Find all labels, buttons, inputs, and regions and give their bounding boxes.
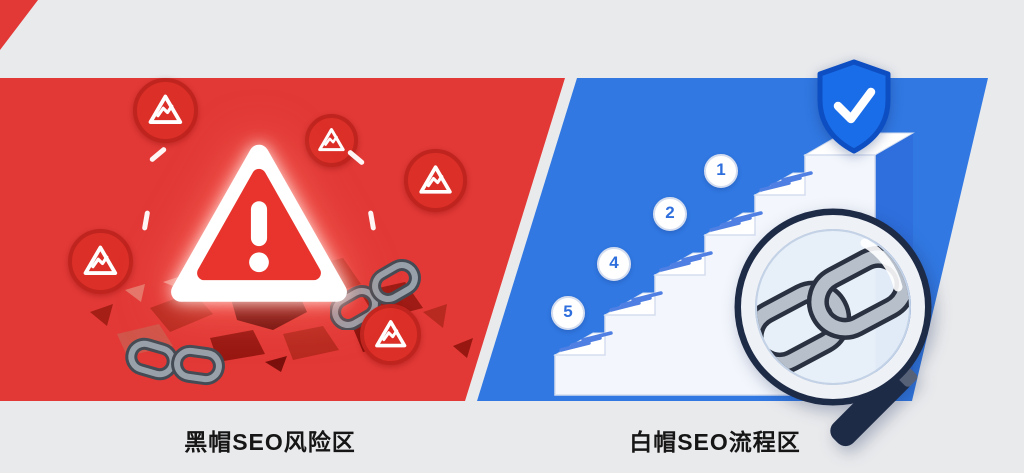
step-number-badge: 5: [551, 296, 585, 330]
warning-badge-icon: [68, 229, 133, 294]
warning-badge-icon: [360, 304, 421, 365]
broken-chain-icon: [125, 337, 225, 386]
corner-accent-triangle: [0, 0, 38, 50]
shield-check-icon: [817, 59, 891, 154]
warning-triangle-icon: [171, 144, 347, 302]
warning-badge-icon: [404, 149, 467, 212]
warning-badge-icon: [133, 78, 198, 143]
broken-chain-icon: [330, 259, 421, 330]
step-number-badge: 2: [653, 197, 687, 231]
black-hat-zone-label: 黑帽SEO风险区: [184, 429, 356, 455]
step-number-badge: 4: [597, 247, 631, 281]
step-number-badge: 1: [704, 154, 738, 188]
magnifier-icon: [734, 208, 932, 447]
warning-badge-icon: [305, 114, 358, 167]
white-hat-zone-label: 白帽SEO流程区: [629, 429, 801, 455]
